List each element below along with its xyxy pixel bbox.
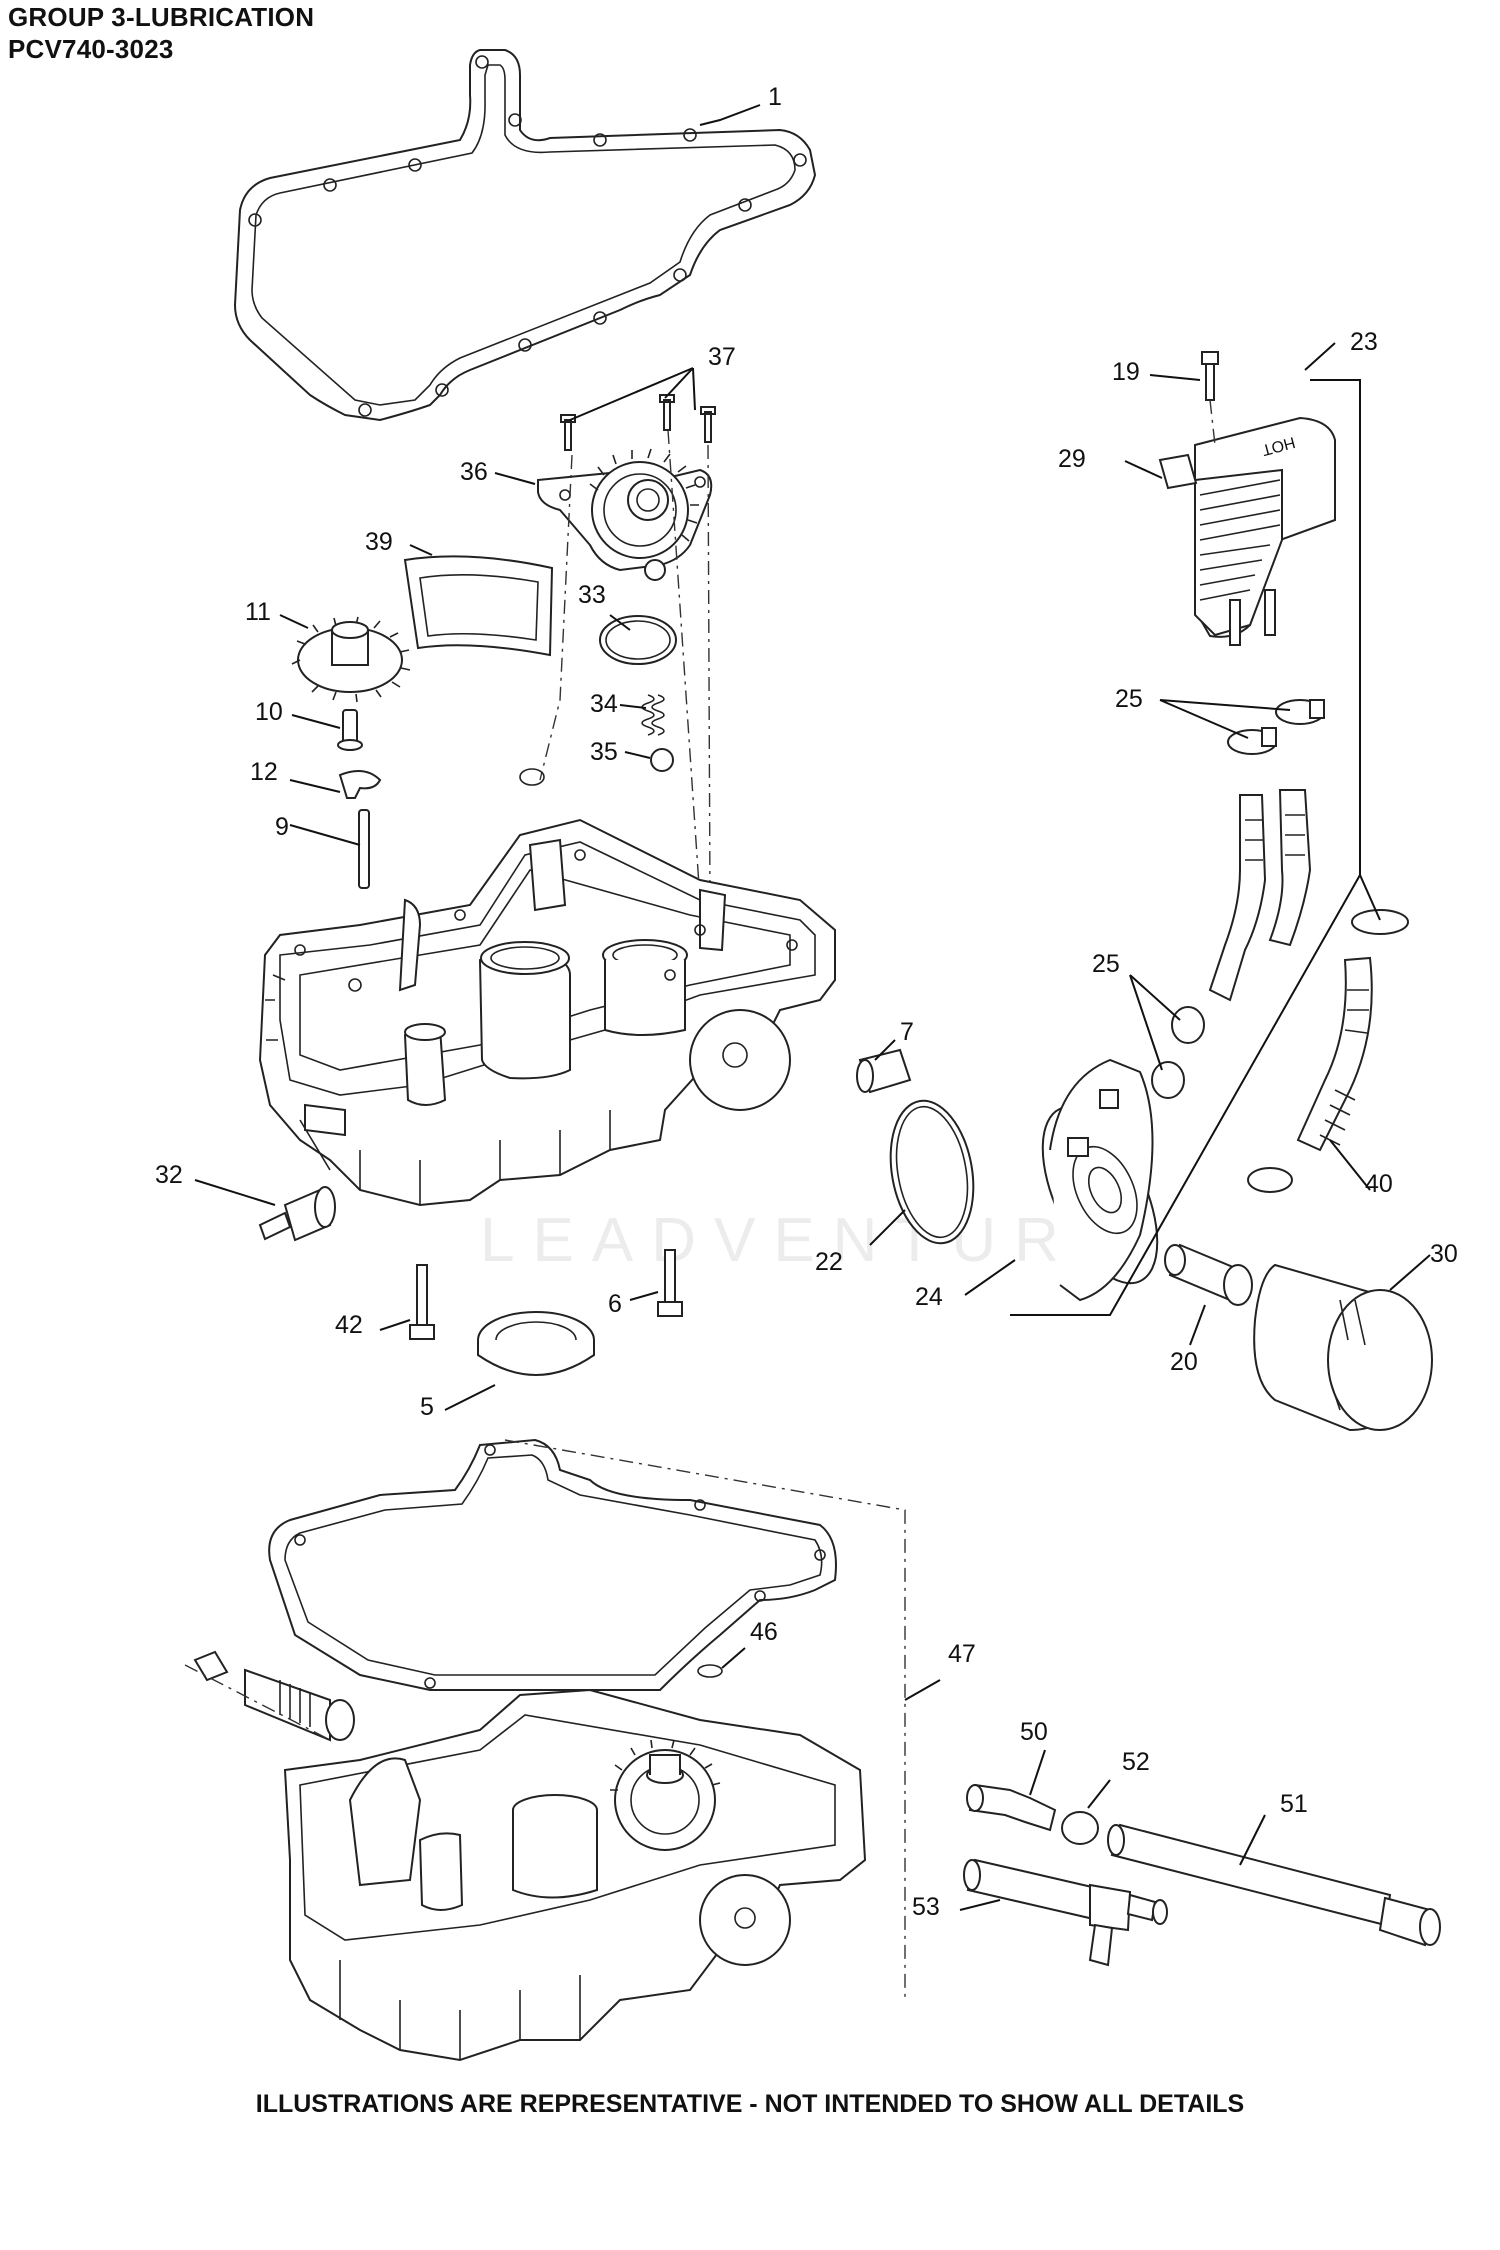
- callout-53: 53: [912, 1893, 940, 1921]
- oil-seal: [477, 1311, 595, 1376]
- relief-ball: [650, 748, 674, 772]
- oring-33: [599, 615, 677, 665]
- governor-gear: [291, 616, 411, 703]
- oil-pan-housing-lower: [283, 1688, 867, 2062]
- oil-sensor-lower: [184, 1650, 355, 1742]
- filter-nipple: [1164, 1243, 1253, 1306]
- hose-fitting: [966, 1783, 1057, 1832]
- callout-22: 22: [815, 1248, 843, 1276]
- cooler-bracket: [1158, 453, 1198, 490]
- footer-disclaimer: ILLUSTRATIONS ARE REPRESENTATIVE - NOT I…: [255, 2090, 1245, 2118]
- drain-tee-fitting: [963, 1858, 1168, 1967]
- callout-35: 35: [590, 738, 618, 766]
- filter-adapter: [1041, 1058, 1159, 1302]
- callout-23: 23: [1350, 328, 1378, 356]
- callout-40: 40: [1365, 1170, 1393, 1198]
- callout-labels: 1 37 23 19 36 29 39 33 11 10 34 25 35 12…: [155, 83, 1458, 1921]
- callout-29: 29: [1058, 445, 1086, 473]
- callout-36: 36: [460, 458, 488, 486]
- callout-20: 20: [1170, 1348, 1198, 1376]
- callout-6: 6: [608, 1290, 622, 1318]
- callout-51: 51: [1280, 1790, 1308, 1818]
- callout-10: 10: [255, 698, 283, 726]
- callout-25-upper: 25: [1115, 685, 1143, 713]
- governor-shaft: [337, 709, 363, 751]
- callout-1: 1: [768, 83, 782, 111]
- oil-cooler: HOT: [1158, 416, 1336, 646]
- retaining-clip: [338, 770, 382, 799]
- cooler-return-hose: [1247, 909, 1409, 1193]
- callout-12: 12: [250, 758, 278, 786]
- leader-dash: [707, 444, 711, 901]
- bolt-42: [409, 1264, 435, 1340]
- locating-pin: [358, 809, 370, 889]
- callout-9: 9: [275, 813, 289, 841]
- oring-46: [697, 1664, 723, 1678]
- callout-30: 30: [1430, 1240, 1458, 1268]
- gasket-lower: [268, 1438, 837, 1691]
- drain-hose: [1107, 1823, 1441, 1947]
- callout-32: 32: [155, 1161, 183, 1189]
- oring-22: [889, 1099, 975, 1245]
- bolt-6: [657, 1249, 683, 1317]
- group-bracket-47: [504, 1439, 906, 2000]
- watermark-text: LEADVENTURE: [480, 1206, 1137, 1275]
- callout-19: 19: [1112, 358, 1140, 386]
- oil-filter: [1253, 1263, 1433, 1432]
- callout-52: 52: [1122, 1748, 1150, 1776]
- callout-37: 37: [708, 343, 736, 371]
- oil-pressure-sender: [258, 1186, 336, 1242]
- cooler-bolt: [1201, 351, 1219, 401]
- hose-clamp-lower: [1151, 1006, 1205, 1099]
- diagram-model-number: PCV740-3023: [8, 34, 174, 64]
- bushing: [856, 1048, 912, 1094]
- callout-50: 50: [1020, 1718, 1048, 1746]
- gasket-top-bolt-holes: [248, 55, 807, 417]
- cooler-hoses: [1208, 789, 1312, 1002]
- hose-clamp-upper: [1227, 699, 1325, 755]
- callout-46: 46: [750, 1618, 778, 1646]
- oil-pan-housing: [258, 818, 836, 1207]
- callout-42: 42: [335, 1311, 363, 1339]
- oil-pump-assembly: [537, 394, 716, 581]
- gasket-top: [233, 49, 817, 422]
- callout-24: 24: [915, 1283, 943, 1311]
- diagram-title: GROUP 3-LUBRICATION: [8, 2, 315, 32]
- oil-pickup-screen: [403, 555, 554, 657]
- hose-clamp-52: [1061, 1811, 1099, 1845]
- callout-leaders: [194, 104, 1431, 1911]
- callout-11: 11: [245, 598, 271, 626]
- callout-33: 33: [578, 581, 606, 609]
- relief-spring: [641, 694, 665, 736]
- callout-25-lower: 25: [1092, 950, 1120, 978]
- leader-dash: [539, 454, 573, 781]
- leader-dash: [667, 429, 701, 901]
- callout-7: 7: [900, 1018, 914, 1046]
- callout-47: 47: [948, 1640, 976, 1668]
- callout-39: 39: [365, 528, 393, 556]
- callout-34: 34: [590, 690, 618, 718]
- callout-5: 5: [420, 1393, 434, 1421]
